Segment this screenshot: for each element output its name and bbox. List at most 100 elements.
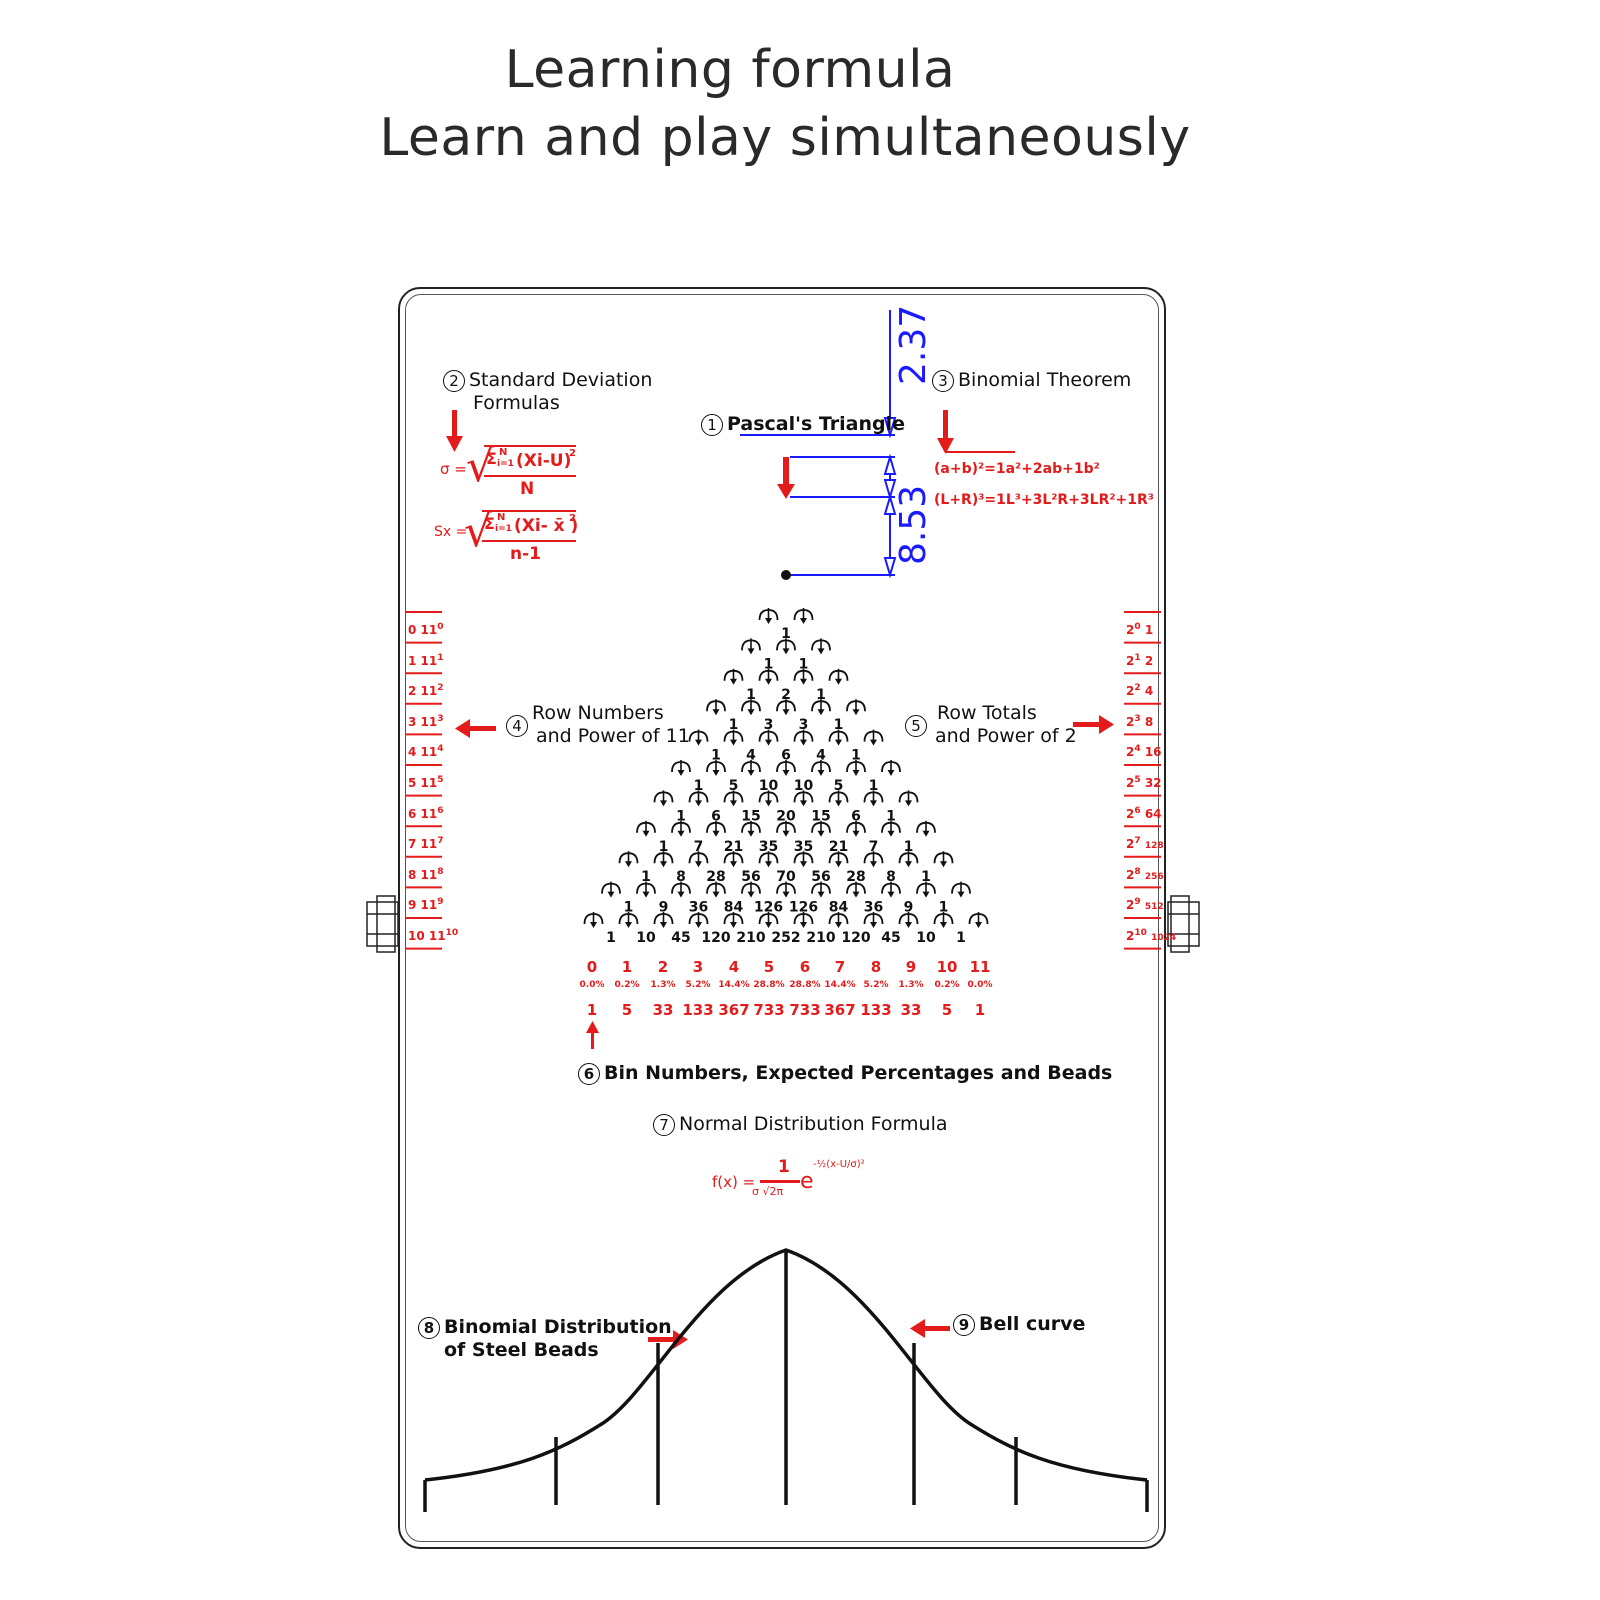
peg-arrowhead: [695, 800, 702, 807]
pascal-value: 3: [764, 717, 774, 733]
peg-arrowhead: [782, 891, 790, 898]
peg-arrowhead: [712, 891, 720, 898]
binomial-formula-2: (L+R)³=1L³+3L²R+3LR²+1R³: [934, 492, 1154, 508]
peg-arrowhead: [765, 861, 772, 868]
bin-beads: 1: [586, 1001, 598, 1019]
pascal-value: 210: [806, 930, 835, 946]
peg-arrowhead: [730, 800, 737, 807]
peg-arrowhead: [800, 678, 807, 685]
left-scale-item: 4 114: [408, 744, 444, 760]
label-number: 2: [443, 369, 465, 392]
label-number: 4: [506, 714, 528, 737]
bin-pct: 1.3%: [898, 980, 924, 990]
page-title: Learning formula: [504, 40, 956, 100]
peg-arrowhead: [940, 922, 947, 928]
right-scale-item: 25 32: [1126, 775, 1162, 790]
peg-arrowhead: [765, 800, 772, 807]
peg-arrowhead: [852, 830, 860, 837]
peg-arrowhead: [730, 739, 737, 746]
right-scale-item: 29 512: [1126, 897, 1164, 913]
peg-arrowhead: [695, 861, 702, 868]
pascal-value: 1: [624, 900, 634, 916]
peg-arrowhead: [817, 648, 825, 655]
peg-arrowhead: [887, 830, 895, 837]
pascal-value: 1: [711, 748, 721, 764]
bin-bin: 8: [870, 958, 882, 976]
right-scale-item: 24 16: [1126, 744, 1162, 760]
pascal-value: 1: [606, 930, 616, 946]
bin-pct: 0.0%: [967, 980, 993, 990]
peg-arrowhead: [800, 739, 807, 746]
pascal-value: 15: [741, 808, 760, 824]
peg-arrowhead: [782, 770, 790, 776]
pascal-value: 10: [636, 930, 656, 946]
pascal-value: 1: [886, 808, 896, 824]
peg-arrowhead: [782, 709, 790, 716]
peg-arrowhead: [695, 739, 702, 746]
peg-arrowhead: [870, 800, 877, 807]
pascal-value: 5: [729, 778, 739, 794]
peg-arrowhead: [782, 648, 790, 655]
pascal-value: 15: [811, 808, 830, 824]
pascal-value: 2: [781, 687, 791, 703]
label-number: 3: [932, 369, 954, 392]
left-scale-item: 6 116: [408, 805, 444, 821]
pascal-value: 252: [771, 930, 800, 946]
dimension-bottom: 8.53: [893, 485, 934, 565]
pascal-value: 120: [841, 930, 870, 946]
pascal-value: 70: [776, 869, 796, 885]
pascal-value: 20: [776, 808, 796, 824]
drop-point: [781, 570, 791, 580]
peg-arrowhead: [887, 770, 895, 776]
peg-arrowhead: [940, 861, 947, 868]
pascal-value: 1: [816, 687, 826, 703]
peg-arrowhead: [730, 861, 737, 868]
peg-arrowhead: [730, 922, 737, 928]
peg-arrowhead: [677, 770, 685, 776]
pascal-value: 84: [724, 900, 744, 916]
pascal-value: 35: [759, 839, 778, 855]
bin-beads: 5: [941, 1001, 953, 1019]
left-scale-item: 0 110: [408, 622, 444, 637]
peg-arrowhead: [817, 891, 825, 898]
bin-pct: 1.3%: [650, 980, 676, 990]
bin-bin: 2: [657, 958, 669, 976]
pascal-value: 1: [799, 656, 809, 672]
right-bolt: [1167, 895, 1200, 953]
bin-beads: 733: [789, 1001, 821, 1019]
dimension-lines: [740, 310, 897, 579]
peg-arrowhead: [607, 891, 615, 898]
peg-arrowhead: [905, 861, 912, 868]
pascal-value: 1: [781, 626, 791, 642]
row-totals-label: 5Row Totals and Power of 2: [905, 702, 1077, 748]
pascal-value: 5: [834, 778, 844, 794]
peg-arrowhead: [870, 861, 877, 868]
pascal-value: 10: [916, 930, 936, 946]
peg-arrowhead: [747, 891, 755, 898]
bin-beads: 367: [718, 1001, 750, 1019]
pascal-value: 21: [724, 839, 743, 855]
peg-arrowhead: [887, 891, 895, 898]
bin-bin: 0: [586, 958, 598, 976]
pascal-value: 210: [736, 930, 765, 946]
bin-beads: 133: [682, 1001, 714, 1019]
label-number: 7: [653, 1113, 675, 1136]
peg-arrowhead: [800, 861, 807, 868]
right-scale-item: 27 128: [1126, 836, 1164, 852]
pascal-value: 1: [851, 748, 861, 764]
pascal-value: 1: [956, 930, 966, 946]
left-scale-item: 8 118: [408, 866, 444, 882]
left-bolt: [366, 895, 399, 953]
left-scale-item: 3 113: [408, 713, 444, 729]
bin-beads: 133: [860, 1001, 892, 1019]
bin-pct: 5.2%: [863, 980, 889, 990]
bin-pct: 14.4%: [718, 980, 750, 990]
sx-formula: Sx = √ Σ N i=1 (Xi- x̄ ) 2 n-1: [434, 506, 579, 565]
pascal-value: 126: [789, 900, 818, 916]
peg-arrowhead: [642, 830, 650, 837]
bin-beads: 33: [900, 1001, 922, 1019]
pascal-value: 10: [759, 778, 779, 794]
pascal-value: 1: [869, 778, 879, 794]
